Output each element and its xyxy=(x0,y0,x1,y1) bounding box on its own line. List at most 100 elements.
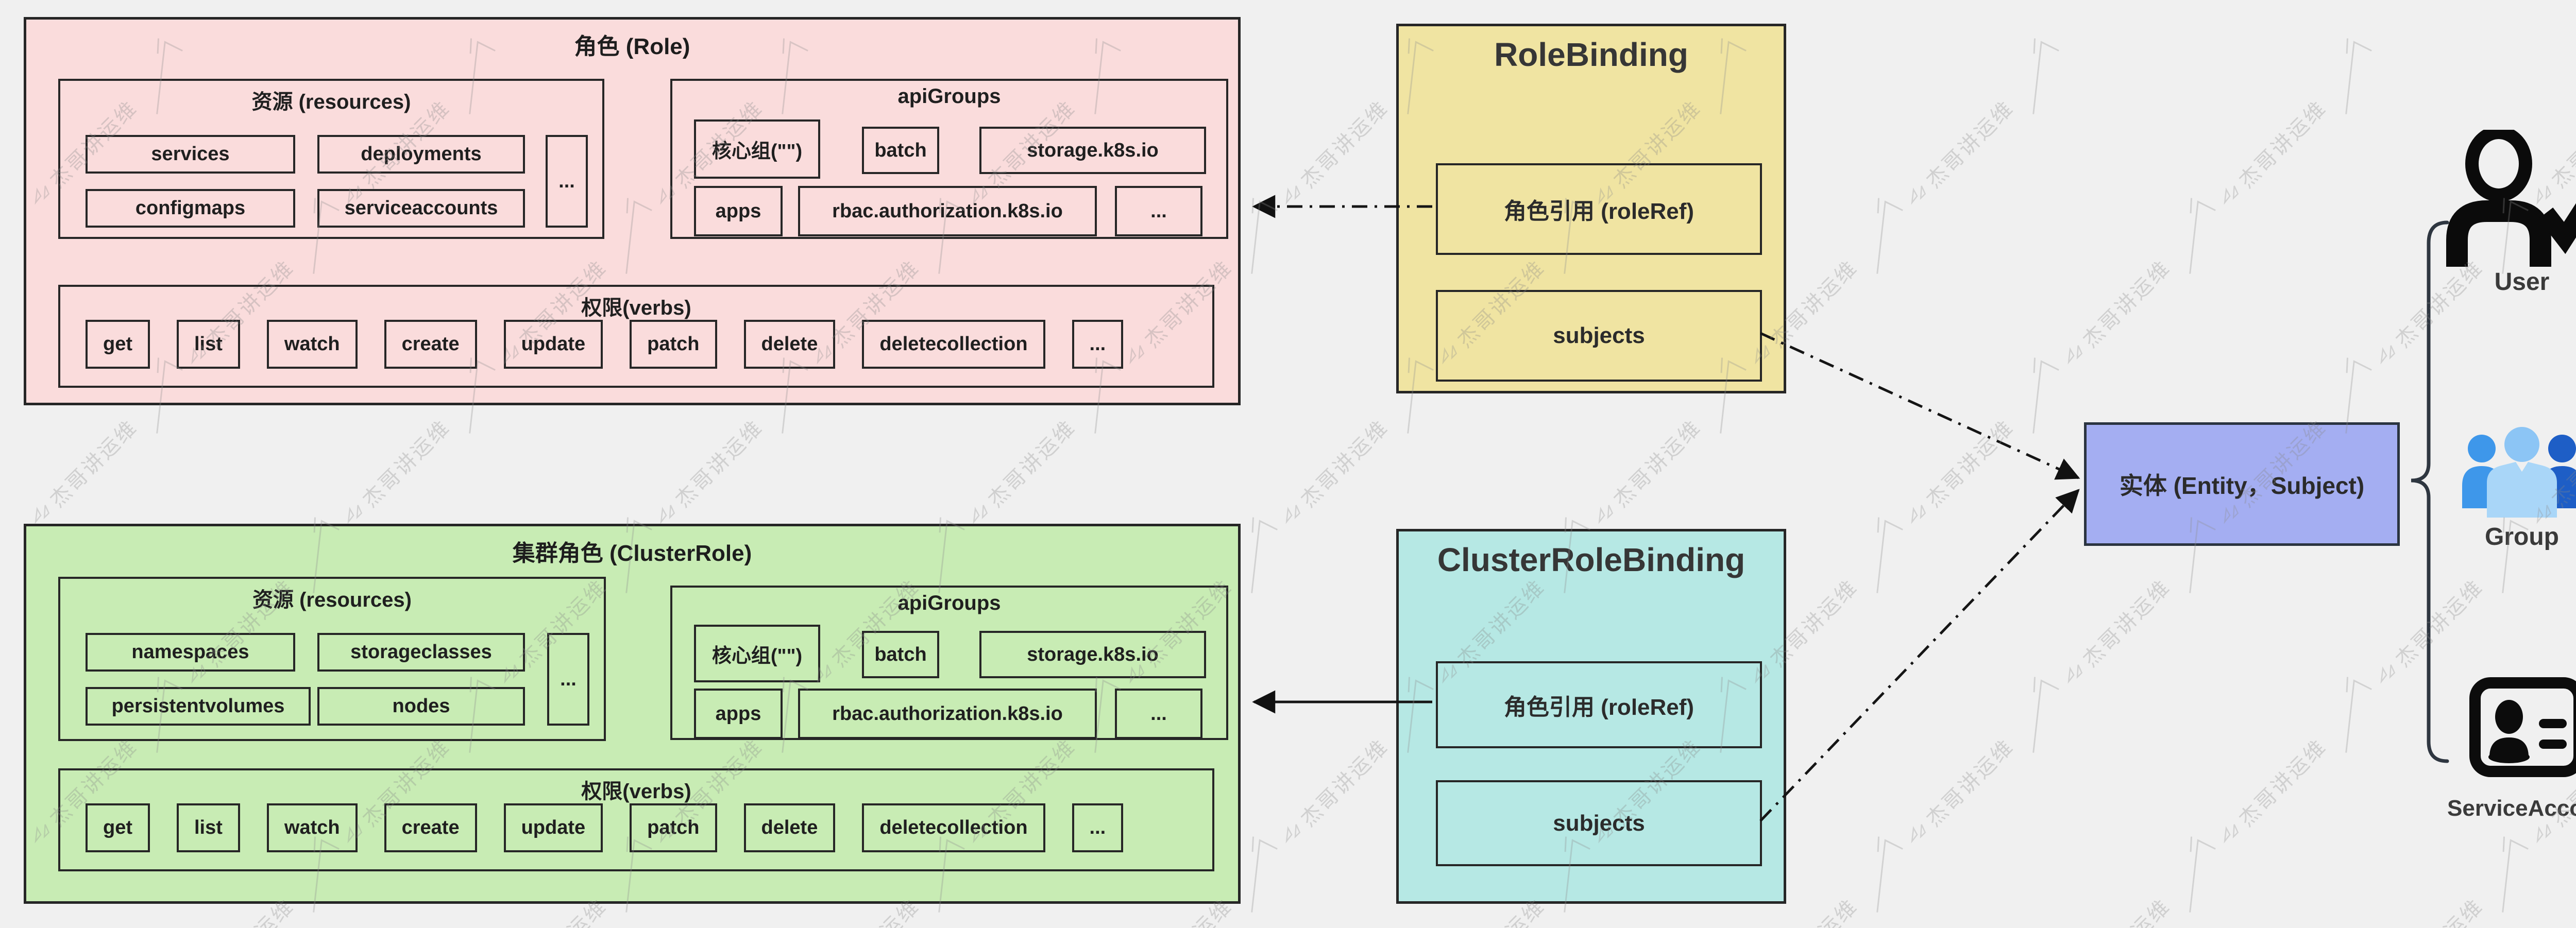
resource-box-storageclasses: storageclasses xyxy=(317,633,525,672)
verb-box: watch xyxy=(266,803,358,852)
watermark-text: 杰哥讲运维 xyxy=(2392,575,2488,672)
verb-box: list xyxy=(177,320,240,369)
verb-box: create xyxy=(384,803,477,852)
verb-box: list xyxy=(177,803,240,852)
hook-stroke-icon xyxy=(2189,198,2216,274)
clusterrole-title: 集群角色 (ClusterRole) xyxy=(512,541,752,566)
verb-box: deletecollection xyxy=(862,320,1045,369)
clusterrole-resources-title: 资源 (resources) xyxy=(252,589,412,611)
resource-box-deployments: deployments xyxy=(317,135,525,174)
paper-plane-icon xyxy=(2380,345,2396,365)
paper-plane-icon xyxy=(1285,505,1301,524)
paper-plane-icon xyxy=(2067,664,2083,684)
resource-box-more: ... xyxy=(547,633,589,726)
resource-box-namespaces: namespaces xyxy=(86,633,295,672)
clusterrole-verbs-title: 权限(verbs) xyxy=(581,780,691,803)
hook-stroke-icon xyxy=(1876,517,1903,593)
verb-box: watch xyxy=(266,320,358,369)
paper-plane-icon xyxy=(1285,185,1301,205)
paper-plane-icon xyxy=(1911,185,1926,205)
resource-box-more: ... xyxy=(546,135,588,228)
resource-box-serviceaccounts: serviceaccounts xyxy=(317,189,525,228)
watermark-text: 杰哥讲运维 xyxy=(1609,415,1706,512)
role-resources-section: 资源 (resources) services deployments conf… xyxy=(58,79,604,239)
verb-box: ... xyxy=(1072,803,1124,852)
watermark-text: 杰哥讲运维 xyxy=(984,415,1080,512)
verb-box: delete xyxy=(743,803,836,852)
clusterrole-apigroups-title: apiGroups xyxy=(897,592,1001,614)
apigroup-box-batch: batch xyxy=(862,631,939,678)
hook-stroke-icon xyxy=(2032,677,2059,753)
verb-box: patch xyxy=(630,320,717,369)
watermark-text: 杰哥讲运维 xyxy=(2387,890,2489,928)
role-box: 角色 (Role) 资源 (resources) services deploy… xyxy=(24,17,1241,405)
role-apigroups-title: apiGroups xyxy=(897,85,1001,108)
verb-box: get xyxy=(86,803,150,852)
role-resources-title: 资源 (resources) xyxy=(251,91,411,113)
verb-box: delete xyxy=(743,320,836,369)
hook-stroke-icon xyxy=(2189,836,2216,913)
resource-box-services: services xyxy=(86,135,295,174)
apigroup-box-rbac: rbac.authorization.k8s.io xyxy=(798,689,1097,739)
watermark-text: 杰哥讲运维 xyxy=(1297,734,1393,831)
paper-plane-icon xyxy=(1598,505,1614,524)
watermark-tile: 杰哥讲运维 xyxy=(2202,663,2400,862)
clusterrolebinding-box: ClusterRoleBinding 角色引用 (roleRef) subjec… xyxy=(1396,529,1786,904)
role-title: 角色 (Role) xyxy=(574,34,690,59)
resource-box-persistentvolumes: persistentvolumes xyxy=(86,687,311,726)
watermark-tile: 杰哥讲运维 xyxy=(2046,184,2244,383)
apigroup-box-rbac: rbac.authorization.k8s.io xyxy=(798,186,1097,236)
apigroup-box-more: ... xyxy=(1115,689,1202,739)
apigroup-box-storage: storage.k8s.io xyxy=(979,631,1206,678)
watermark-text: 杰哥讲运维 xyxy=(1922,415,2019,512)
hook-stroke-icon xyxy=(2502,836,2529,913)
paper-plane-icon xyxy=(1285,824,1301,844)
watermark-text: 杰哥讲运维 xyxy=(1922,96,2019,193)
verb-box: deletecollection xyxy=(862,803,1045,852)
watermark-text: 杰哥讲运维 xyxy=(671,415,768,512)
hook-stroke-icon xyxy=(1876,836,1903,913)
verb-box: update xyxy=(503,320,603,369)
watermark-text: 杰哥讲运维 xyxy=(2235,96,2331,193)
watermark-text: 杰哥讲运维 xyxy=(1922,734,2019,831)
hook-stroke-icon xyxy=(2032,357,2059,434)
resource-box-nodes: nodes xyxy=(317,687,525,726)
watermark-tile: 杰哥讲运维 xyxy=(2202,25,2400,223)
paper-plane-icon xyxy=(1911,505,1926,524)
watermark-text: 杰哥讲运维 xyxy=(2079,575,2175,672)
clusterrole-resources-section: 资源 (resources) namespaces storageclasses… xyxy=(58,577,606,741)
role-verbs-title: 权限(verbs) xyxy=(581,297,691,319)
watermark-text: 杰哥讲运维 xyxy=(359,415,455,512)
serviceaccount-label: ServiceAccount xyxy=(2447,796,2576,821)
paper-plane-icon xyxy=(2224,185,2239,205)
watermark-tile: 杰哥讲运维 xyxy=(2046,823,2244,928)
watermark-text: 杰哥讲运维 xyxy=(2079,255,2175,352)
hook-stroke-icon xyxy=(2345,677,2372,753)
watermark-tile: 杰哥讲运维 xyxy=(1889,663,2088,862)
verb-box: get xyxy=(86,320,150,369)
hook-stroke-icon xyxy=(1876,198,1903,274)
paper-plane-icon xyxy=(2067,345,2083,365)
verb-box: patch xyxy=(630,803,717,852)
apigroup-box-core: 核心组("") xyxy=(694,625,820,682)
watermark-text: 杰哥讲运维 xyxy=(2075,890,2176,928)
clusterrolebinding-roleref-box: 角色引用 (roleRef) xyxy=(1436,661,1762,748)
apigroup-box-apps: apps xyxy=(694,689,783,739)
rolebinding-subjects-box: subjects xyxy=(1436,290,1762,382)
rolebinding-roleref-box: 角色引用 (roleRef) xyxy=(1436,163,1762,255)
clusterrolebinding-subjects-box: subjects xyxy=(1436,780,1762,866)
clusterrole-apigroups-section: apiGroups 核心组("") batch storage.k8s.io a… xyxy=(670,586,1228,740)
paper-plane-icon xyxy=(2224,824,2239,844)
paper-plane-icon xyxy=(2536,824,2552,844)
clusterrole-box: 集群角色 (ClusterRole) 资源 (resources) namesp… xyxy=(24,524,1241,904)
serviceaccount-icon xyxy=(2468,676,2576,781)
verb-box: update xyxy=(503,803,603,852)
apigroup-box-more: ... xyxy=(1115,186,1202,236)
paper-plane-icon xyxy=(1911,824,1926,844)
hook-stroke-icon xyxy=(2032,38,2059,114)
